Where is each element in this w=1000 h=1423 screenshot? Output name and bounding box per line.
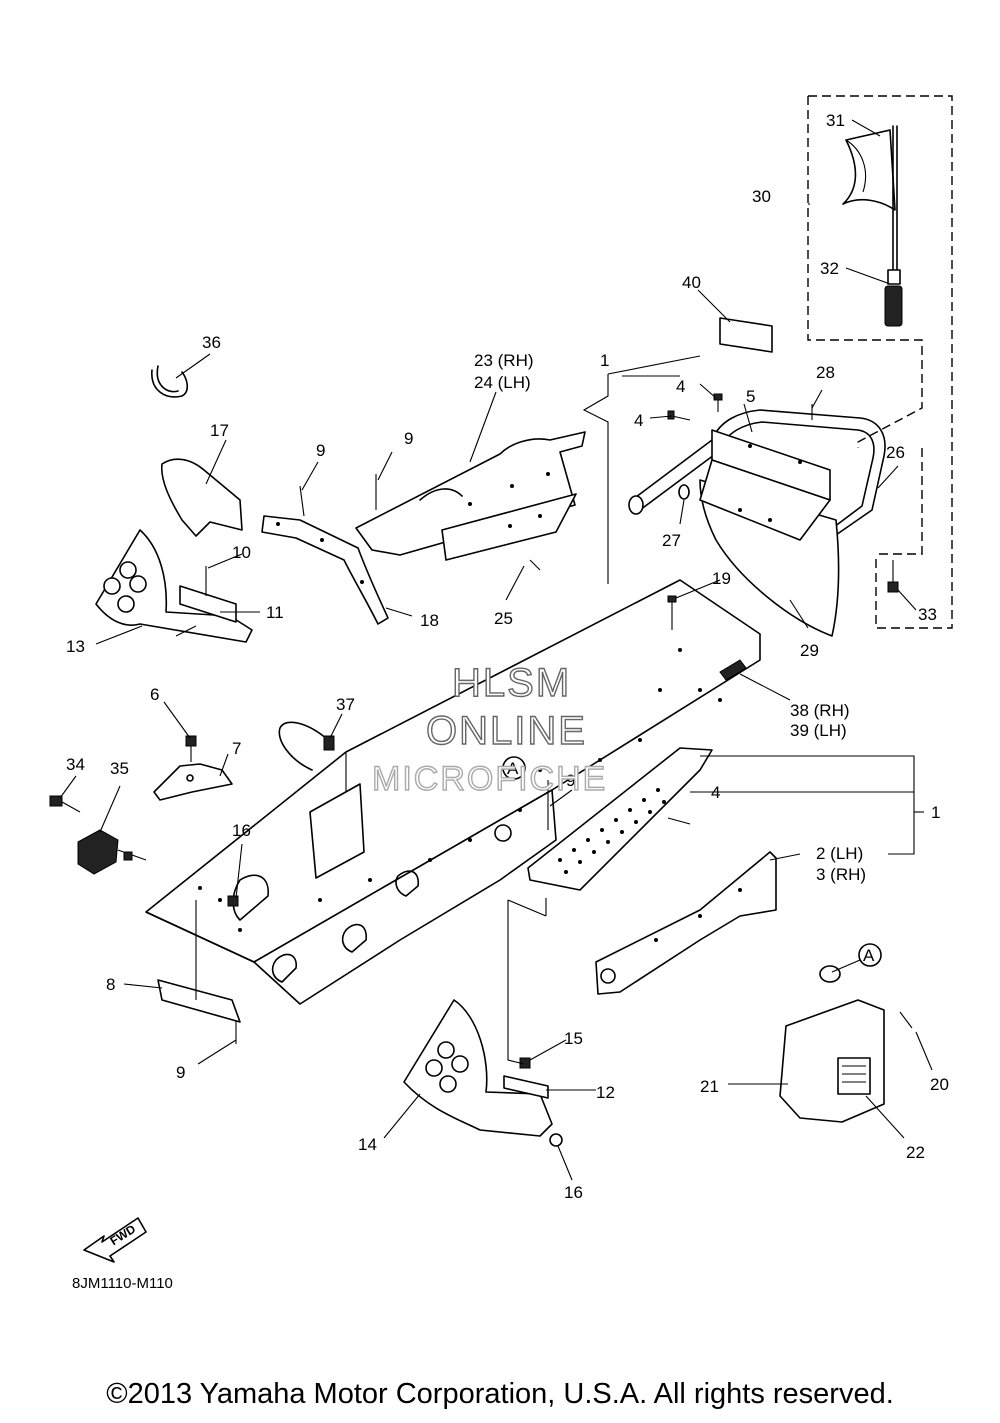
callout-27: 27 bbox=[662, 531, 681, 550]
callout-15: 15 bbox=[564, 1029, 583, 1048]
callout-2-lh: 2 (LH) bbox=[816, 844, 863, 863]
copyright-notice: ©2013 Yamaha Motor Corporation, U.S.A. A… bbox=[106, 1378, 894, 1410]
callout-22: 22 bbox=[906, 1143, 925, 1162]
callout-3-rh: 3 (RH) bbox=[816, 865, 866, 884]
callout-40: 40 bbox=[682, 273, 701, 292]
callout-34: 34 bbox=[66, 755, 85, 774]
decal bbox=[719, 317, 773, 353]
callout-28: 28 bbox=[816, 363, 835, 382]
callout-39-lh: 39 (LH) bbox=[790, 721, 847, 740]
callout-25: 25 bbox=[494, 609, 513, 628]
skid-plate-lower bbox=[403, 999, 563, 1147]
callout-31: 31 bbox=[826, 111, 845, 130]
callout-10: 10 bbox=[232, 543, 251, 562]
flag-pole bbox=[884, 125, 903, 327]
callout-35: 35 bbox=[110, 759, 129, 778]
callout-37: 37 bbox=[336, 695, 355, 714]
flag-assembly-dashed-box bbox=[807, 95, 953, 629]
callout-7: 7 bbox=[232, 739, 241, 758]
callout-23-rh: 23 (RH) bbox=[474, 351, 534, 370]
tunnel-frame bbox=[145, 579, 761, 1005]
cover bbox=[779, 965, 913, 1123]
callout-26: 26 bbox=[886, 443, 905, 462]
callout-1-right: 1 bbox=[931, 803, 940, 822]
callout-9-a: 9 bbox=[316, 441, 325, 460]
callout-36: 36 bbox=[202, 333, 221, 352]
callout-6: 6 bbox=[150, 685, 159, 704]
callout-20: 20 bbox=[930, 1075, 949, 1094]
rear-bumper-assembly bbox=[628, 393, 899, 637]
callout-4-left: 4 bbox=[634, 411, 643, 430]
svg-text:MICROFICHE: MICROFICHE bbox=[372, 760, 607, 798]
callout-16-b: 16 bbox=[564, 1183, 583, 1202]
reference-marker-a1: A bbox=[502, 756, 526, 780]
callout-16-a: 16 bbox=[232, 821, 251, 840]
fwd-arrow-icon: FWD bbox=[83, 1217, 147, 1263]
svg-text:A: A bbox=[507, 759, 519, 778]
flag bbox=[842, 129, 896, 211]
callout-labels: 1 1 2 (LH) 3 (RH) 4 4 4 5 6 7 8 9 9 9 9 … bbox=[66, 111, 949, 1202]
footrest bbox=[527, 747, 713, 891]
callout-17: 17 bbox=[210, 421, 229, 440]
callout-12: 12 bbox=[596, 1083, 615, 1102]
clamp bbox=[151, 369, 189, 398]
callout-33: 33 bbox=[918, 605, 937, 624]
regulator bbox=[49, 795, 147, 875]
callout-32: 32 bbox=[820, 259, 839, 278]
callout-9-b: 9 bbox=[404, 429, 413, 448]
callout-13: 13 bbox=[66, 637, 85, 656]
rail-and-bar bbox=[261, 431, 586, 625]
svg-text:A: A bbox=[863, 946, 875, 965]
callout-18: 18 bbox=[420, 611, 439, 630]
svg-text:ONLINE: ONLINE bbox=[426, 709, 587, 753]
callout-9-d: 9 bbox=[176, 1063, 185, 1082]
callout-8: 8 bbox=[106, 975, 115, 994]
skid-plate-upper bbox=[95, 458, 253, 643]
svg-text:HLSM: HLSM bbox=[452, 661, 571, 705]
callout-4-top: 4 bbox=[676, 377, 685, 396]
callout-5: 5 bbox=[746, 387, 755, 406]
lower-plate bbox=[157, 895, 241, 1044]
callout-1-top: 1 bbox=[600, 351, 609, 370]
side-bracket bbox=[595, 851, 777, 995]
diagram-code: 8JM1110-M110 bbox=[72, 1275, 173, 1292]
callout-30: 30 bbox=[752, 187, 771, 206]
callout-38-rh: 38 (RH) bbox=[790, 701, 850, 720]
callout-21: 21 bbox=[700, 1077, 719, 1096]
watermark: HLSM ONLINE MICROFICHE bbox=[371, 660, 607, 798]
callout-14: 14 bbox=[358, 1135, 377, 1154]
callout-9-c: 9 bbox=[566, 771, 575, 790]
callout-24-lh: 24 (LH) bbox=[474, 373, 531, 392]
mount-bracket bbox=[153, 735, 233, 801]
callout-4-right: 4 bbox=[711, 783, 720, 802]
callout-29: 29 bbox=[800, 641, 819, 660]
leader-lines bbox=[59, 119, 933, 1181]
reference-marker-a2: A bbox=[858, 943, 882, 967]
callout-19: 19 bbox=[712, 569, 731, 588]
cable bbox=[278, 721, 331, 771]
callout-11: 11 bbox=[266, 603, 284, 622]
